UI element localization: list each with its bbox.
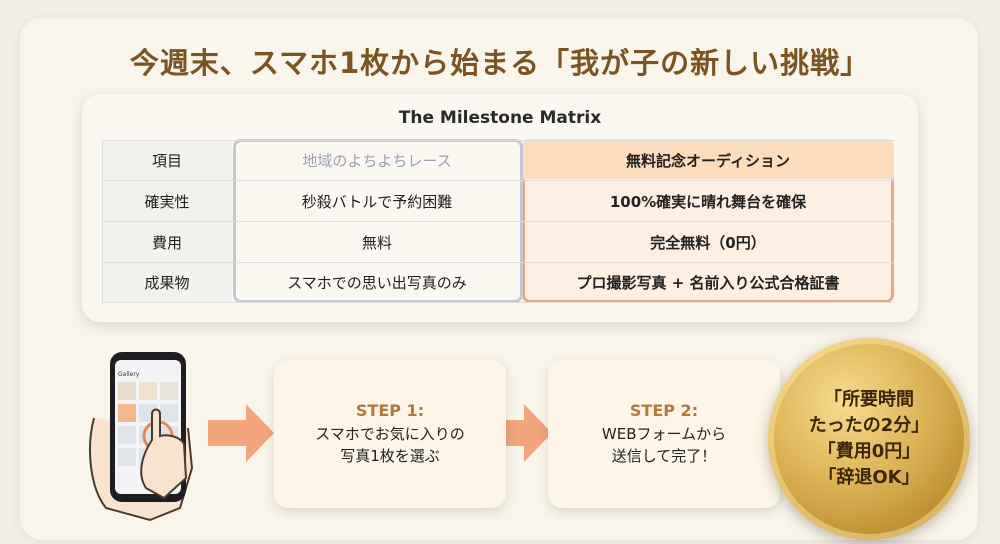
step-2-card: STEP 2: WEBフォームから 送信して完了！	[548, 360, 780, 508]
medal-line: 「所要時間	[824, 388, 914, 410]
cell-compare: スマホでの思い出写真のみ	[287, 273, 467, 292]
gallery-label: Gallery	[118, 371, 140, 378]
arrow-right-icon	[208, 404, 274, 462]
gold-medal-badge: 「所要時間 たったの2分」 「費用0円」 「辞退OK」	[768, 338, 970, 540]
page-title: 今週末、スマホ1枚から始まる「我が子の新しい挑戦」	[129, 46, 871, 80]
cell-compare: 秒殺バトルで予約困難	[301, 192, 453, 211]
matrix-row: 項目 地域のよちよちレース 無料記念オーディション	[102, 140, 894, 180]
medal-line: たったの2分」	[808, 414, 930, 436]
divider	[102, 262, 894, 263]
phone-hand-illustration: Gallery	[89, 352, 194, 522]
divider	[102, 180, 894, 181]
arrow-right-icon	[486, 404, 552, 462]
medal-line: 「費用0円」	[817, 441, 921, 462]
cell-highlight: 無料記念オーディション	[626, 151, 790, 170]
step-1-title: STEP 1:	[355, 400, 425, 420]
cell-compare: 無料	[361, 233, 392, 252]
step-2-title: STEP 2:	[629, 400, 699, 420]
cell-highlight: プロ撮影写真 + 名前入り公式合格証書	[576, 273, 840, 292]
cell-compare: 地域のよちよちレース	[302, 151, 452, 170]
medal-line: 「辞退OK」	[818, 467, 920, 489]
highlight-column-header	[522, 139, 894, 179]
step-1-text: スマホでお気に入りの 写真1枚を選ぶ	[315, 424, 465, 465]
step-1-card: STEP 1: スマホでお気に入りの 写真1枚を選ぶ	[274, 360, 506, 508]
row-label: 費用	[151, 233, 182, 252]
divider	[102, 221, 894, 222]
cell-highlight: 100%確実に晴れ舞台を確保	[609, 192, 807, 211]
step-2-text: WEBフォームから 送信して完了！	[601, 424, 727, 465]
row-label: 確実性	[144, 192, 190, 211]
row-label: 項目	[151, 151, 182, 170]
cell-highlight: 完全無料（0円）	[650, 233, 766, 252]
matrix-title: The Milestone Matrix	[398, 108, 602, 128]
matrix-row: 費用 無料 完全無料（0円）	[102, 222, 894, 262]
divider	[102, 140, 894, 141]
matrix-row: 確実性 秒殺バトルで予約困難 100%確実に晴れ舞台を確保	[102, 181, 894, 221]
divider	[102, 302, 894, 303]
matrix-row: 成果物 スマホでの思い出写真のみ プロ撮影写真 + 名前入り公式合格証書	[102, 262, 894, 302]
divider	[102, 140, 103, 302]
row-label: 成果物	[144, 273, 190, 292]
